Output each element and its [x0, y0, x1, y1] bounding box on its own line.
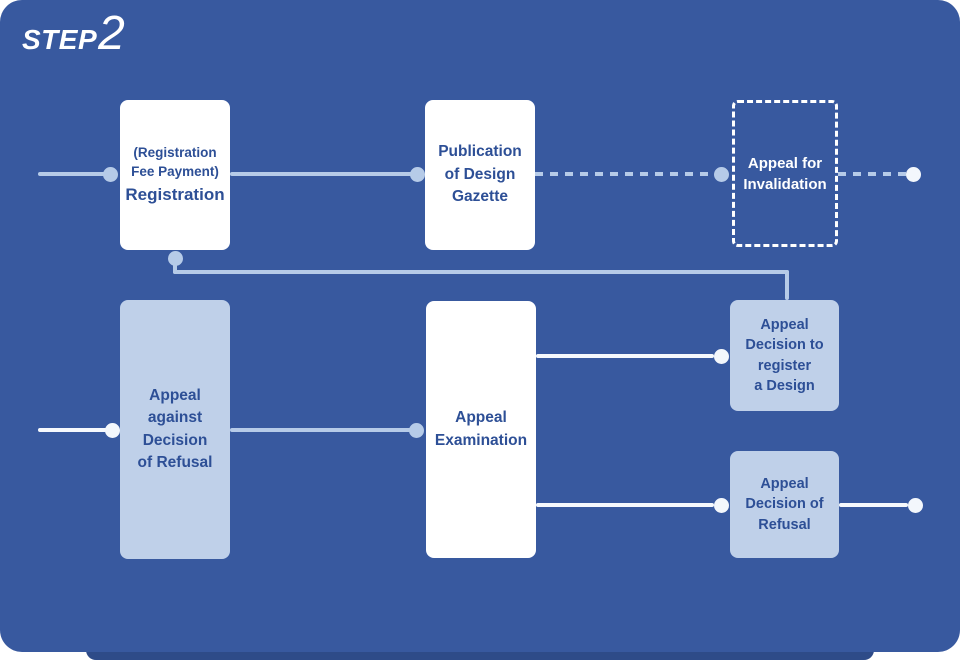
connector-against-examination [230, 428, 416, 432]
node-appeal-decision-refusal: Appeal Decision of Refusal [730, 451, 839, 558]
connector-entry-bottom [38, 428, 112, 432]
feedback-line-up-segment [173, 256, 177, 274]
connector-dot [906, 167, 921, 182]
node-gazette: Publication of Design Gazette [425, 100, 535, 250]
node-appeal-examination-title: Appeal Examination [434, 409, 528, 449]
feedback-line-horizontal [173, 270, 789, 274]
node-registration: (Registration Fee Payment) Registration [120, 100, 230, 250]
connector-registration-gazette [230, 172, 417, 176]
connector-dot [908, 498, 923, 513]
connector-dot [714, 498, 729, 513]
connector-gazette-invalidation-dashed [535, 172, 715, 176]
node-invalidation-title: Appeal for Invalidation [743, 154, 827, 193]
connector-dot [105, 423, 120, 438]
node-registration-subtitle: (Registration Fee Payment) [131, 144, 219, 180]
connector-entry-top [38, 172, 110, 176]
node-appeal-decision-register-title: Appeal Decision to register a Design [745, 316, 824, 394]
step-title-prefix: STEP [22, 24, 98, 55]
connector-dot [714, 167, 729, 182]
step-title-number: 2 [98, 7, 125, 60]
connector-dot [410, 167, 425, 182]
connector-examination-register-decision [536, 354, 714, 358]
connector-dot [714, 349, 729, 364]
step-title: STEP 2 [22, 10, 125, 58]
node-appeal-decision-refusal-title: Appeal Decision of Refusal [745, 476, 824, 533]
connector-refusal-exit [839, 503, 908, 507]
connector-invalidation-exit-dashed [838, 172, 906, 176]
node-registration-title: Registration [125, 184, 225, 204]
connector-examination-refusal-decision [536, 503, 714, 507]
node-appeal-examination: Appeal Examination [426, 301, 536, 558]
node-invalidation: Appeal for Invalidation [732, 100, 838, 247]
feedback-line-down-segment [785, 270, 789, 300]
node-gazette-title: Publication of Design Gazette [438, 143, 522, 206]
connector-dot [409, 423, 424, 438]
connector-dot [103, 167, 118, 182]
node-appeal-against-refusal: Appeal against Decision of Refusal [120, 300, 230, 559]
node-appeal-decision-register: Appeal Decision to register a Design [730, 300, 839, 411]
node-appeal-against-refusal-title: Appeal against Decision of Refusal [137, 386, 213, 471]
